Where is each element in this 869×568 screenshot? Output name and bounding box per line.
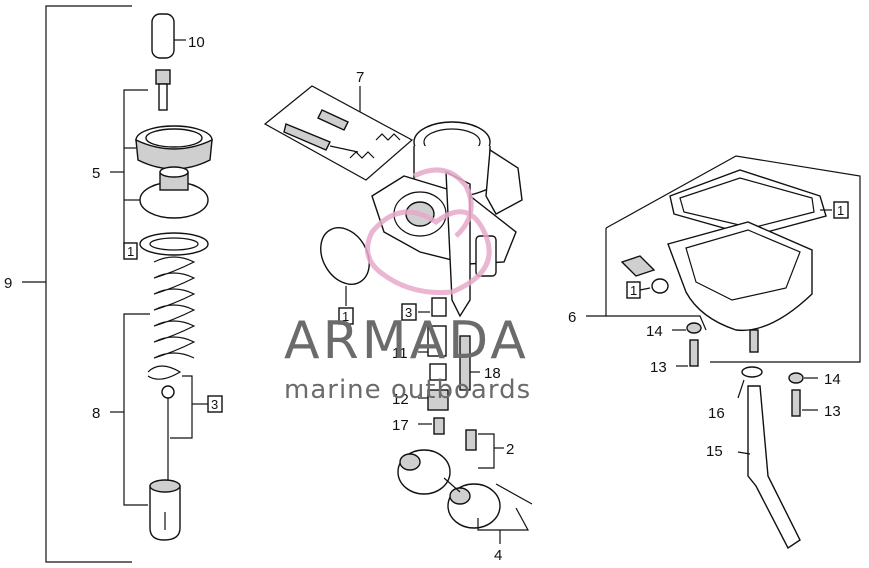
right-assembly — [586, 155, 861, 550]
callout-labels: 10 9 5 1 8 3 7 1 3 11 18 12 17 2 4 6 1 1… — [4, 34, 849, 564]
callout-8: 8 — [92, 405, 100, 422]
left-assembly — [22, 5, 213, 563]
callout-15: 15 — [706, 443, 723, 460]
part-cap — [151, 13, 186, 59]
part-float-bowl — [667, 221, 813, 353]
part-top-cap — [139, 166, 209, 219]
center-assembly — [263, 85, 533, 544]
part-spring — [153, 256, 196, 359]
callout-18: 18 — [484, 365, 501, 382]
watermark-brand: ARMADA — [284, 311, 529, 371]
part-float — [397, 449, 533, 529]
callout-14-left: 14 — [646, 323, 663, 340]
callout-1-gasket: 1 — [837, 203, 844, 218]
part-carburetor-body — [371, 121, 523, 318]
watermark-logo-mark — [365, 167, 492, 296]
callout-1-center: 1 — [342, 309, 349, 324]
callout-9: 9 — [4, 275, 12, 292]
callout-16: 16 — [708, 405, 725, 422]
callout-5: 5 — [92, 165, 100, 182]
callout-3-left: 3 — [211, 397, 218, 412]
callout-12: 12 — [392, 391, 409, 408]
callout-1-oring: 1 — [630, 283, 637, 298]
callout-7: 7 — [356, 69, 364, 86]
callout-4: 4 — [494, 547, 502, 564]
part-throttle-slide — [149, 479, 181, 541]
part-top-nut — [135, 125, 213, 170]
watermark: ARMADA marine outboards — [284, 167, 531, 405]
watermark-tagline: marine outboards — [284, 375, 531, 405]
callout-2: 2 — [506, 441, 514, 458]
callout-13-left: 13 — [650, 359, 667, 376]
callout-1-left: 1 — [127, 244, 134, 259]
part-adjuster-bolt — [155, 69, 171, 111]
callout-6: 6 — [568, 309, 576, 326]
callout-3-center: 3 — [405, 305, 412, 320]
callout-14-right: 14 — [824, 371, 841, 388]
callout-13-right: 13 — [824, 403, 841, 420]
callout-17: 17 — [392, 417, 409, 434]
callout-10: 10 — [188, 34, 205, 51]
callout-11: 11 — [392, 345, 408, 362]
